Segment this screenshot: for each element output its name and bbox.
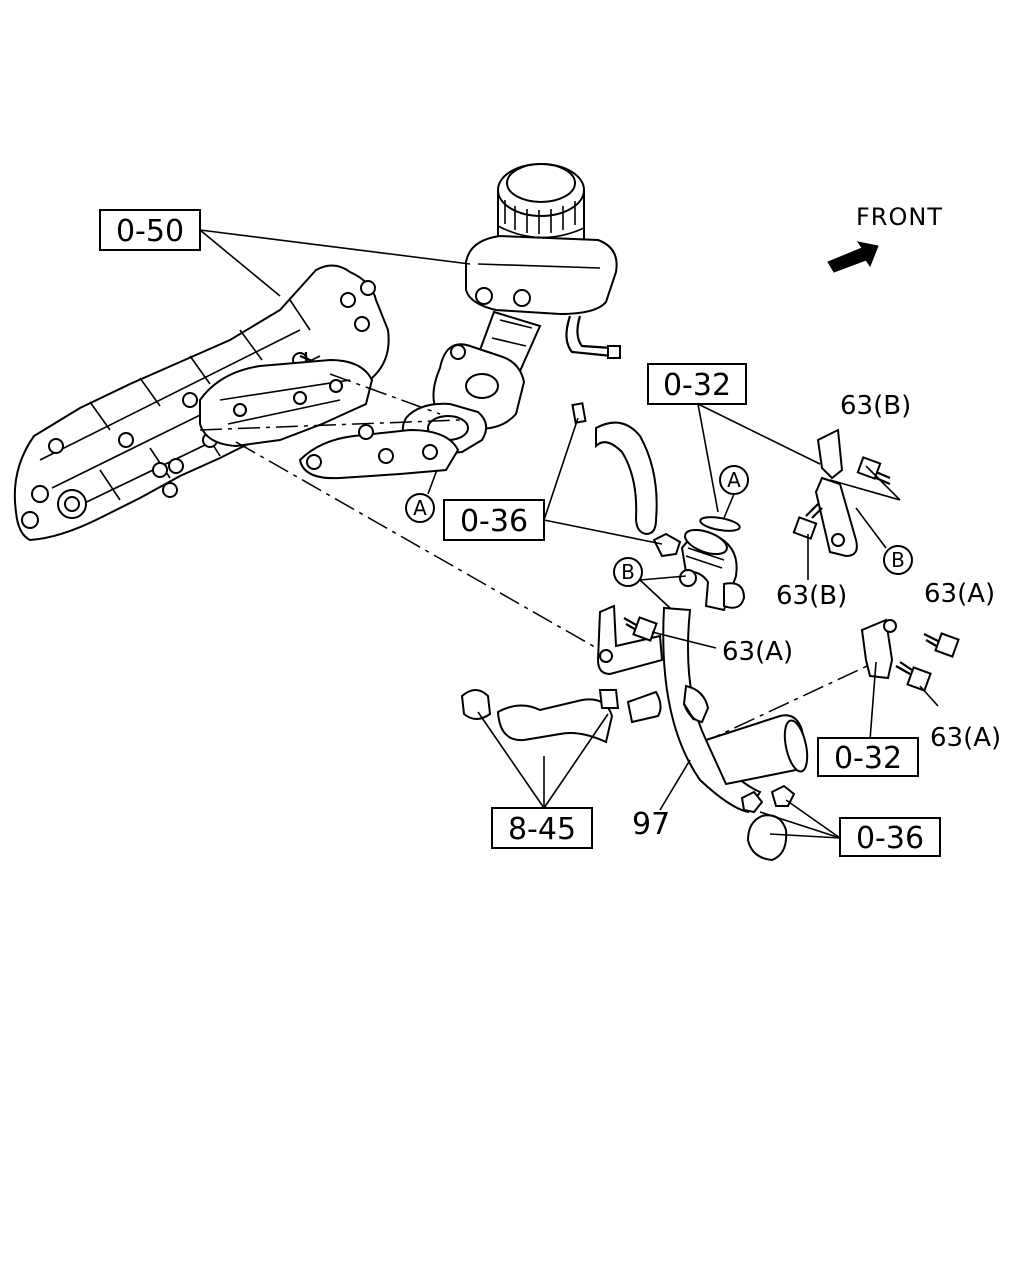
ref-label: 0-36: [856, 821, 924, 856]
ref-box-0-32-right[interactable]: 0-32: [817, 737, 919, 777]
bolt-icon: [923, 632, 960, 658]
marker-b-right: B: [883, 545, 913, 575]
ref-label: 0-50: [116, 214, 184, 249]
callout-63a-right-bottom: 63(A): [930, 723, 1001, 753]
ref-box-0-32-top[interactable]: 0-32: [647, 363, 747, 405]
ref-label: 0-36: [460, 504, 528, 539]
lower-right-bracket: [860, 618, 960, 692]
upper-right-bracket: [792, 428, 891, 558]
marker-a-manifold: A: [405, 493, 435, 523]
callout-97: 97: [632, 807, 670, 842]
marker-letter: A: [727, 468, 741, 492]
ref-box-0-36-left[interactable]: 0-36: [443, 499, 545, 541]
upper-hose: [571, 402, 682, 558]
front-indicator: FRONT: [827, 203, 943, 273]
lower-hose: [460, 689, 662, 744]
callout-63b-top: 63(B): [840, 391, 911, 421]
ref-label: 8-45: [508, 812, 576, 847]
bolt-icon: [856, 456, 891, 486]
oil-cooler-adapter: [199, 358, 460, 480]
front-label: FRONT: [856, 203, 943, 231]
leader-lines: [199, 229, 939, 839]
ref-label: 0-32: [663, 368, 731, 403]
callout-63a-center: 63(A): [722, 637, 793, 667]
ref-box-0-36-bottom[interactable]: 0-36: [839, 817, 941, 857]
marker-letter: A: [413, 496, 427, 520]
ref-box-8-45[interactable]: 8-45: [491, 807, 593, 849]
ref-box-0-50[interactable]: 0-50: [99, 209, 201, 251]
front-arrow-icon: [827, 241, 879, 273]
oil-pipe: [596, 528, 809, 814]
callout-63a-right-top: 63(A): [924, 579, 995, 609]
alignment-lines: [199, 373, 881, 745]
marker-b-left: B: [613, 557, 643, 587]
bolt-icon: [623, 616, 658, 642]
marker-a-oring: A: [719, 465, 749, 495]
callout-63b-mid: 63(B): [776, 581, 847, 611]
lower-clamps: [740, 784, 796, 862]
marker-letter: B: [891, 548, 905, 572]
bolt-icon: [895, 661, 932, 692]
bolt-icon: [792, 503, 823, 540]
marker-letter: B: [621, 560, 635, 584]
ref-label: 0-32: [834, 741, 902, 776]
